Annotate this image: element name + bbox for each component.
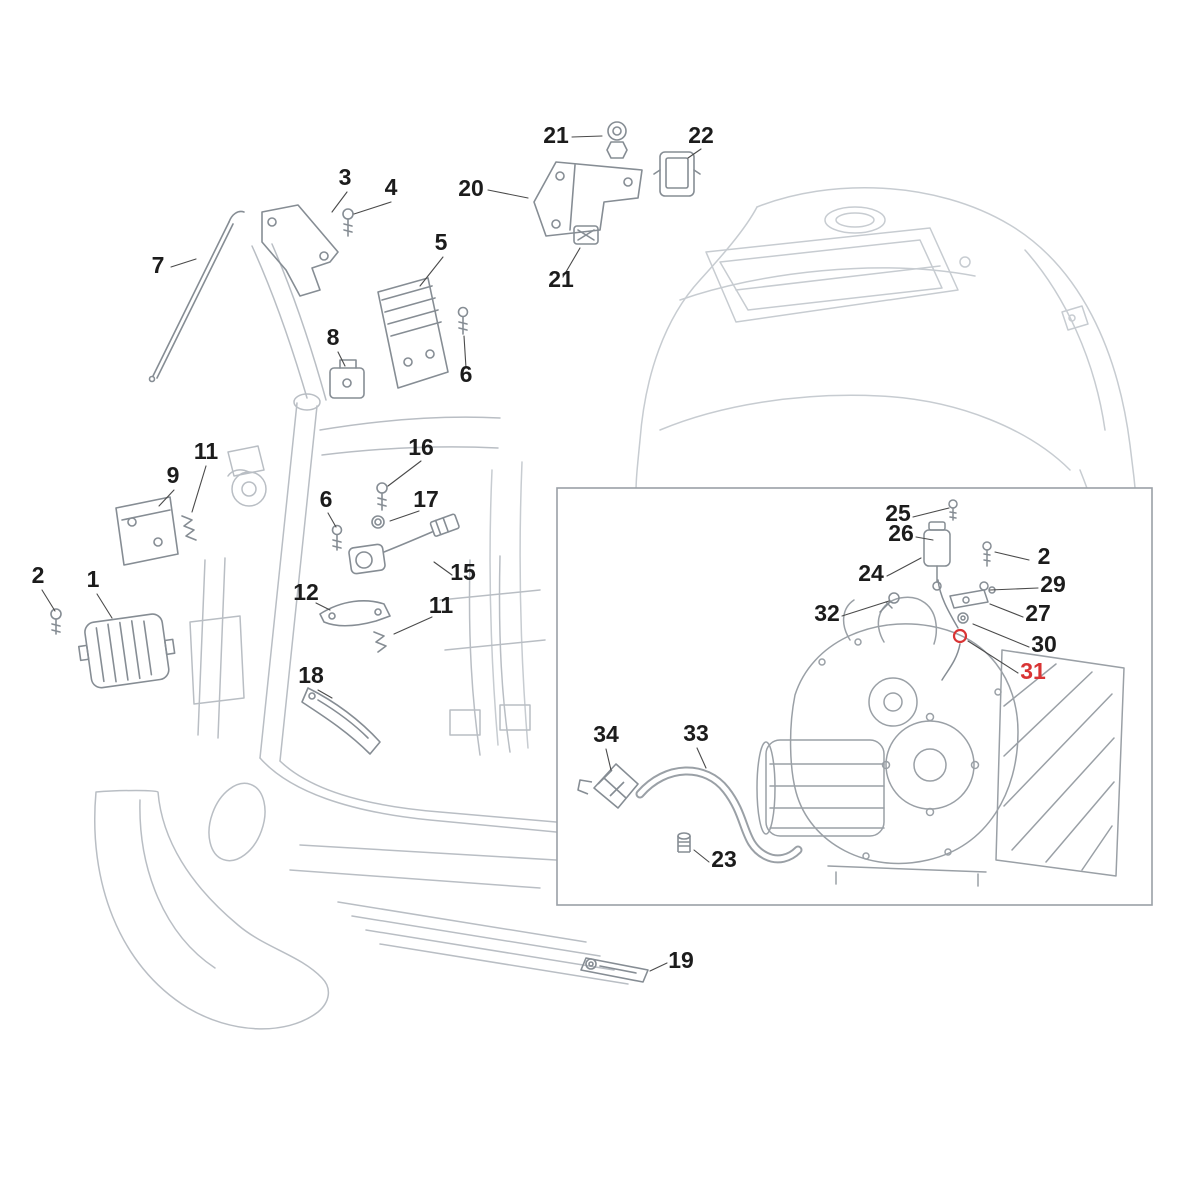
part-33-hose-inner — [637, 768, 801, 862]
callout-9: 9 — [167, 462, 180, 488]
callout-16: 16 — [408, 434, 434, 460]
callout-11a: 11 — [194, 438, 219, 464]
callout-8: 8 — [327, 324, 340, 350]
callout-1: 1 — [87, 566, 100, 592]
part-24-solenoid — [923, 521, 951, 591]
callout-26: 26 — [888, 520, 914, 546]
callout-11b: 11 — [429, 592, 454, 618]
scooter-frame-art — [94, 243, 629, 1030]
part-20-bracket — [533, 161, 643, 237]
callout-22: 22 — [688, 122, 714, 148]
part-5-ecu — [377, 277, 449, 389]
part-2-screw-inset — [982, 541, 992, 567]
part-1-regulator — [77, 613, 176, 689]
part-12-bracket — [319, 600, 391, 627]
part-16-screw — [376, 482, 388, 511]
callout-27: 27 — [1025, 600, 1051, 626]
callout-31-highlighted: 31 — [1020, 658, 1046, 684]
callout-7: 7 — [152, 252, 165, 278]
engine-art — [756, 596, 1125, 887]
callout-19: 19 — [668, 947, 694, 973]
part-30-nut — [957, 612, 969, 624]
part-21-sensor-upper — [606, 121, 628, 159]
callout-12: 12 — [293, 579, 319, 605]
part-32-screw — [879, 592, 900, 613]
callout-18: 18 — [298, 662, 324, 688]
part-4-screw — [342, 208, 354, 237]
callout-24: 24 — [858, 560, 884, 586]
part-34-connector — [577, 763, 639, 809]
callout-20: 20 — [458, 175, 484, 201]
part-3-bracket — [261, 204, 339, 297]
injector-assembly-art — [879, 499, 996, 681]
part-19-lever — [580, 957, 649, 983]
callout-3: 3 — [339, 164, 352, 190]
callout-15: 15 — [450, 559, 476, 585]
callout-21a: 21 — [543, 122, 569, 148]
parts-art — [50, 121, 701, 983]
callout-4: 4 — [385, 174, 398, 200]
part-18-bracket — [301, 687, 381, 755]
part-9-plate — [115, 496, 179, 566]
callout-17: 17 — [413, 486, 439, 512]
callout-32: 32 — [814, 600, 840, 626]
callout-21b: 21 — [548, 266, 574, 292]
part-23-bolt — [677, 832, 691, 853]
part-31-ring-highlight — [952, 628, 968, 644]
part-7-rod — [148, 210, 245, 383]
part-6-screw-lower — [331, 524, 343, 551]
callout-6a: 6 — [460, 361, 473, 387]
part-27-bracket — [949, 589, 989, 609]
callout-33: 33 — [683, 720, 709, 746]
part-11-clip-lower — [373, 631, 387, 653]
part-11-clip-upper — [181, 515, 197, 541]
part-6-screw-upper — [457, 306, 469, 335]
callout-2a: 2 — [32, 562, 45, 588]
part-25-screw — [948, 499, 958, 521]
callout-5: 5 — [435, 229, 448, 255]
callout-25: 25 — [885, 500, 911, 526]
callout-23: 23 — [711, 846, 737, 872]
part-15-sensor — [348, 513, 460, 575]
part-21-sensor-lower — [573, 225, 599, 245]
callout-6b: 6 — [320, 486, 333, 512]
callout-29: 29 — [1040, 571, 1066, 597]
part-22-sensor — [653, 151, 701, 197]
part-8-relay — [329, 359, 365, 399]
callout-30: 30 — [1031, 631, 1057, 657]
leader-lines — [41, 135, 1039, 972]
hose-art — [577, 763, 803, 864]
callout-2b: 2 — [1038, 543, 1051, 569]
part-2-screw-left — [50, 608, 62, 635]
engine-inset — [556, 487, 1153, 906]
callout-labels: 21 22 3 4 20 5 7 21 8 6 16 11 9 6 17 15 … — [32, 122, 1066, 973]
part-17-washer — [371, 515, 385, 529]
callout-34: 34 — [593, 721, 619, 747]
